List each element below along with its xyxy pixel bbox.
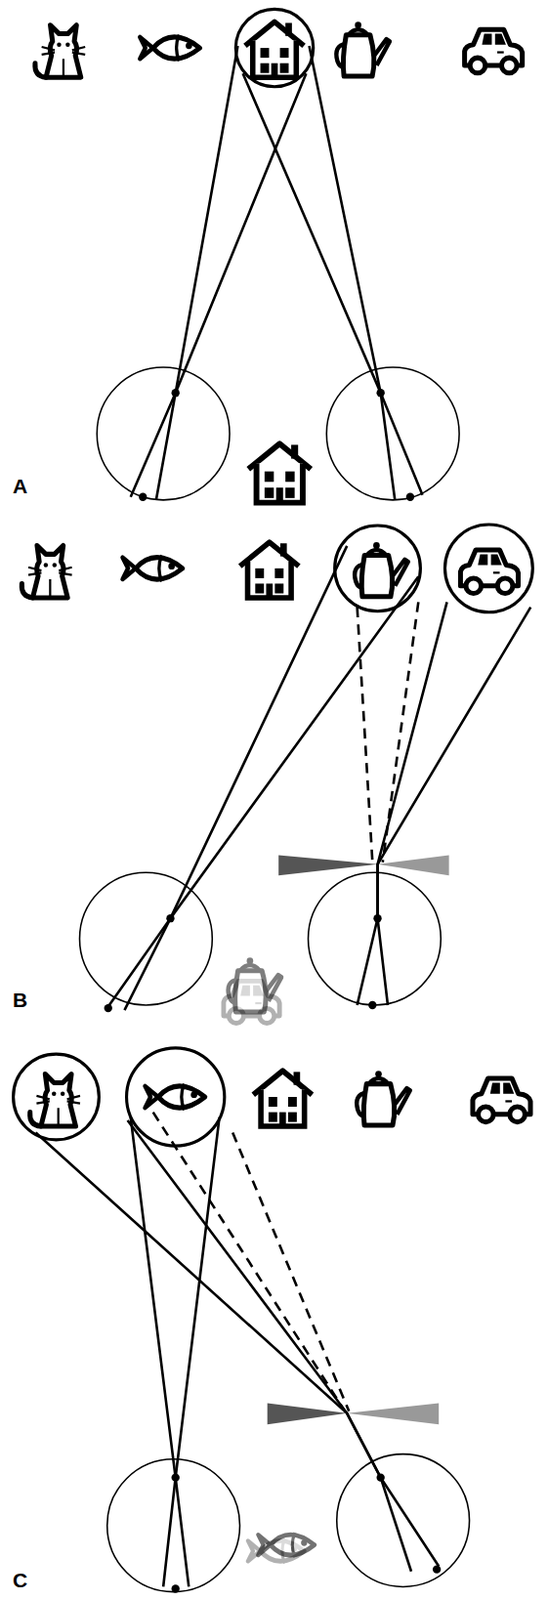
eye	[107, 1454, 470, 1593]
light-ray	[309, 45, 423, 496]
nodal-point	[376, 1473, 384, 1481]
prism	[378, 854, 450, 876]
fixation-circle	[444, 524, 533, 613]
object-row	[460, 549, 518, 594]
light-ray	[357, 601, 448, 1006]
virtual-ray	[357, 601, 420, 862]
light-ray	[243, 73, 396, 501]
fixation-circle	[13, 1053, 100, 1140]
object-row	[35, 25, 85, 78]
fixation-circle	[335, 524, 534, 613]
object-row	[240, 542, 299, 598]
prism	[278, 854, 378, 876]
nodal-point	[368, 1001, 377, 1010]
object-row	[356, 1070, 411, 1126]
nodal-point	[171, 1473, 180, 1481]
eye	[107, 1459, 241, 1593]
fixation-circle	[126, 1048, 225, 1146]
fixation-circle	[335, 525, 422, 612]
fixation-circle	[235, 8, 313, 86]
perceived-image	[248, 443, 311, 503]
prism	[278, 854, 449, 876]
object-row	[472, 1078, 531, 1123]
virtual-ray	[153, 1112, 350, 1412]
light-ray	[130, 45, 423, 501]
nodal-point	[373, 914, 381, 923]
light-ray	[130, 45, 239, 498]
nodal-point	[166, 914, 174, 923]
eye	[79, 872, 212, 1006]
prism	[267, 1402, 347, 1425]
light-ray	[130, 1117, 176, 1588]
panel-label: B	[12, 989, 28, 1011]
object-row	[21, 545, 72, 597]
object-row	[30, 1074, 81, 1127]
light-ray	[107, 546, 347, 1009]
panel-label: C	[12, 1569, 28, 1591]
eye	[307, 872, 441, 1006]
double-image	[228, 957, 283, 1012]
prism	[267, 1402, 440, 1425]
object-row	[35, 21, 523, 78]
object-row	[252, 1070, 312, 1127]
object-row	[336, 21, 390, 77]
nodal-point	[376, 388, 384, 397]
nodal-point	[104, 1004, 113, 1012]
object-row	[354, 542, 409, 597]
double-image	[257, 1532, 314, 1558]
light-ray	[36, 1117, 440, 1588]
nodal-point	[406, 493, 415, 502]
nodal-point	[432, 1564, 441, 1573]
light-ray	[36, 1133, 412, 1572]
nodal-point	[171, 388, 180, 397]
nodal-point	[171, 1584, 180, 1593]
panel-label: A	[12, 475, 28, 497]
light-ray	[156, 73, 307, 501]
virtual-ray	[357, 607, 374, 863]
nodal-point	[138, 493, 147, 502]
eye	[96, 367, 230, 501]
object-row	[30, 1070, 531, 1127]
light-ray	[127, 1120, 440, 1567]
object-row	[464, 29, 523, 74]
object-row	[123, 554, 183, 582]
object-row	[245, 21, 304, 78]
nodal-point	[171, 1473, 442, 1593]
light-ray	[378, 607, 532, 1006]
light-ray	[124, 576, 419, 1011]
virtual-ray	[153, 1112, 345, 1412]
nodal-point	[104, 914, 382, 1012]
virtual-ray	[382, 601, 420, 862]
object-row	[139, 35, 200, 62]
eye	[337, 1454, 470, 1588]
light-ray	[107, 546, 532, 1011]
light-ray	[175, 1117, 220, 1588]
prism	[346, 1402, 439, 1425]
object-row	[144, 1084, 205, 1111]
double-image	[223, 957, 282, 1023]
virtual-ray	[232, 1133, 349, 1412]
fixation-circle	[13, 1048, 225, 1146]
double-image	[248, 1532, 315, 1563]
